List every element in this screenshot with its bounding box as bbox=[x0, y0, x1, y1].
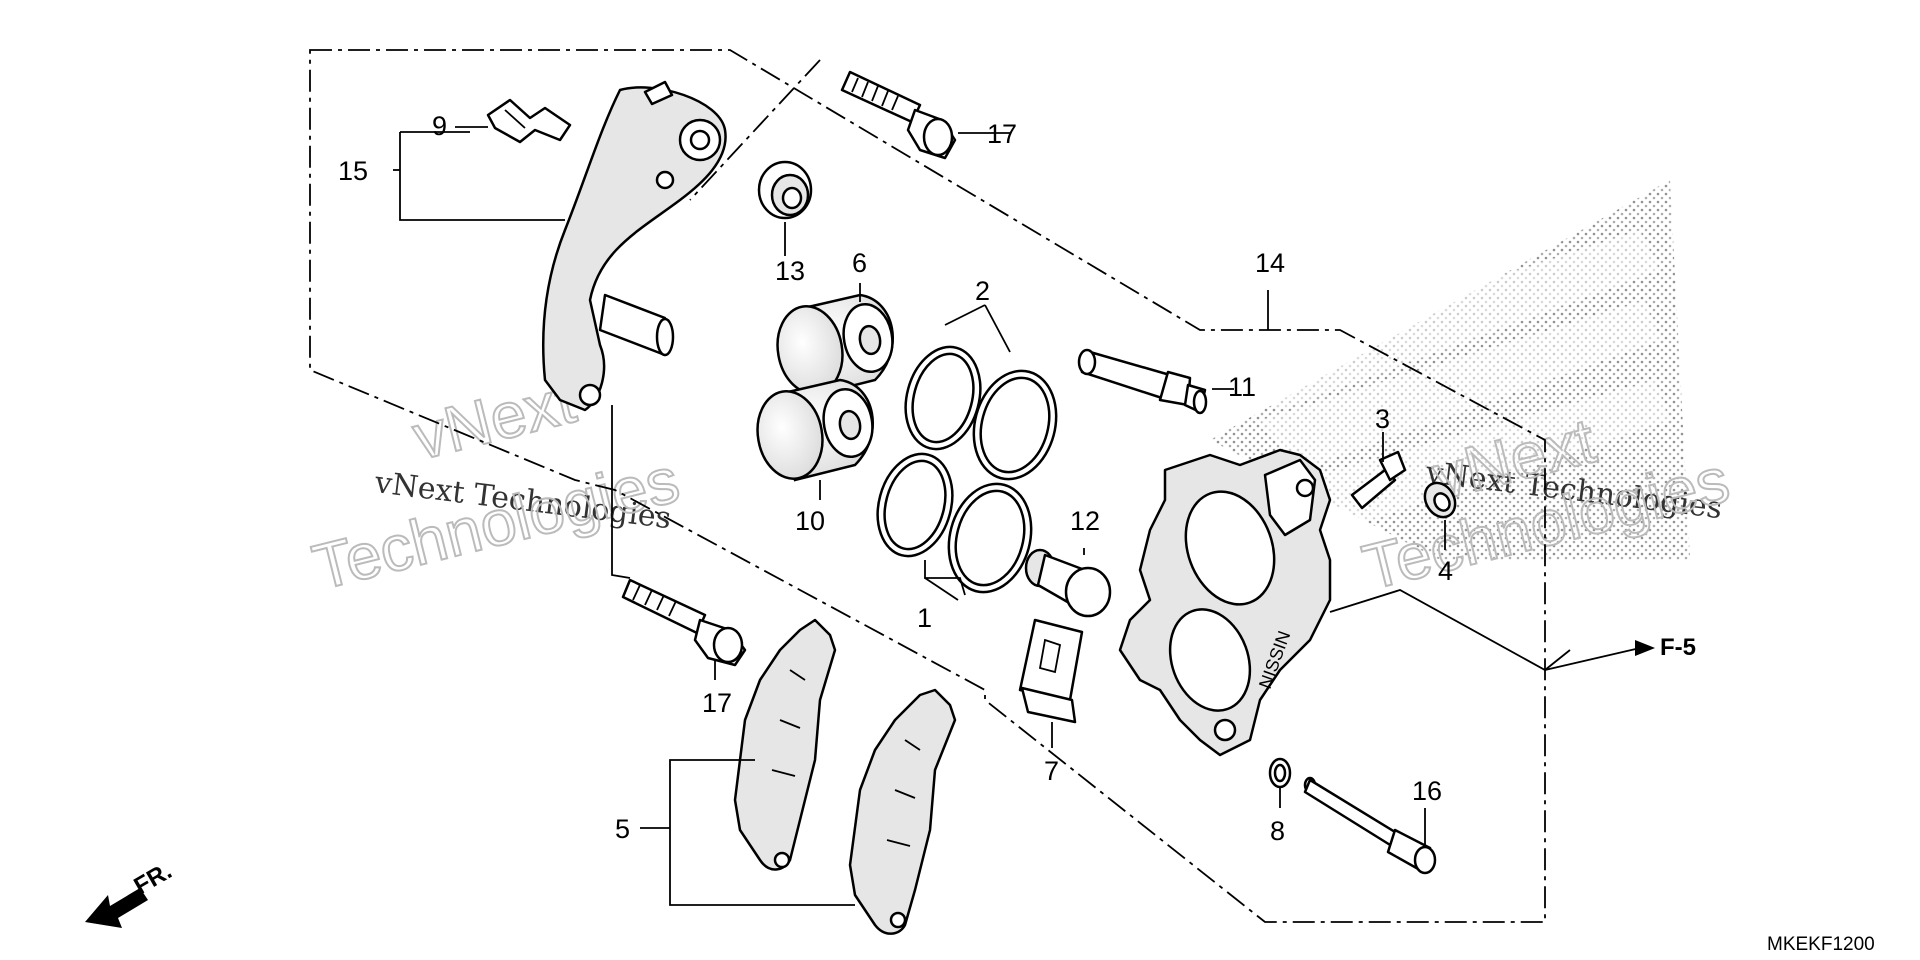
caliper-bracket bbox=[541, 80, 727, 412]
callout-15: 15 bbox=[338, 156, 368, 186]
callout-9: 9 bbox=[432, 111, 447, 141]
callout-6: 6 bbox=[852, 248, 867, 278]
bolt-lower bbox=[621, 578, 747, 667]
slide-pin-12 bbox=[1024, 548, 1112, 618]
front-direction-indicator: FR. bbox=[85, 857, 176, 928]
piston-seals bbox=[876, 345, 1058, 594]
drawing-code: MKEKF1200 bbox=[1767, 934, 1875, 955]
bolt-top bbox=[840, 70, 957, 160]
pad-spring-clip bbox=[486, 98, 572, 144]
brake-pad-front bbox=[733, 618, 837, 871]
reference-arrow: F-5 bbox=[1635, 634, 1696, 661]
callout-1: 1 bbox=[917, 603, 932, 633]
assembly-boundary bbox=[309, 49, 1546, 923]
callout-16: 16 bbox=[1412, 776, 1442, 806]
bleeder-valve bbox=[1350, 450, 1407, 510]
callout-7: 7 bbox=[1044, 756, 1059, 786]
pad-retainer-clip bbox=[1018, 618, 1084, 724]
callout-5: 5 bbox=[615, 814, 630, 844]
callout-10: 10 bbox=[795, 506, 825, 536]
boot-seal bbox=[757, 160, 813, 220]
leader-lines bbox=[393, 126, 1641, 906]
brake-pad-rear bbox=[848, 688, 957, 935]
slide-pin-16 bbox=[1303, 776, 1437, 875]
callout-2: 2 bbox=[975, 276, 990, 306]
watermark-left: vNext Technologies vNext Technologies bbox=[305, 363, 687, 604]
callout-4: 4 bbox=[1438, 556, 1453, 586]
callout-17-top: 17 bbox=[987, 119, 1017, 149]
callout-14: 14 bbox=[1255, 248, 1285, 278]
assembly-boundary-upper bbox=[689, 59, 821, 201]
caliper-body: NISSIN bbox=[1118, 448, 1332, 757]
callout-3: 3 bbox=[1375, 404, 1390, 434]
callout-17-lower: 17 bbox=[702, 688, 732, 718]
sealing-washer bbox=[1268, 757, 1292, 789]
callout-13: 13 bbox=[775, 256, 805, 286]
callout-11: 11 bbox=[1228, 372, 1256, 402]
callout-labels: 9 15 17 13 6 2 14 11 3 10 12 4 1 17 7 16… bbox=[338, 111, 1453, 846]
callout-8: 8 bbox=[1270, 816, 1285, 846]
reference-label: F-5 bbox=[1660, 634, 1696, 661]
wing-logo-background bbox=[1210, 180, 1690, 560]
slide-pin-11 bbox=[1077, 348, 1208, 415]
bleeder-cap bbox=[1423, 481, 1457, 519]
callout-12: 12 bbox=[1070, 506, 1100, 536]
piston-lower bbox=[756, 378, 874, 482]
